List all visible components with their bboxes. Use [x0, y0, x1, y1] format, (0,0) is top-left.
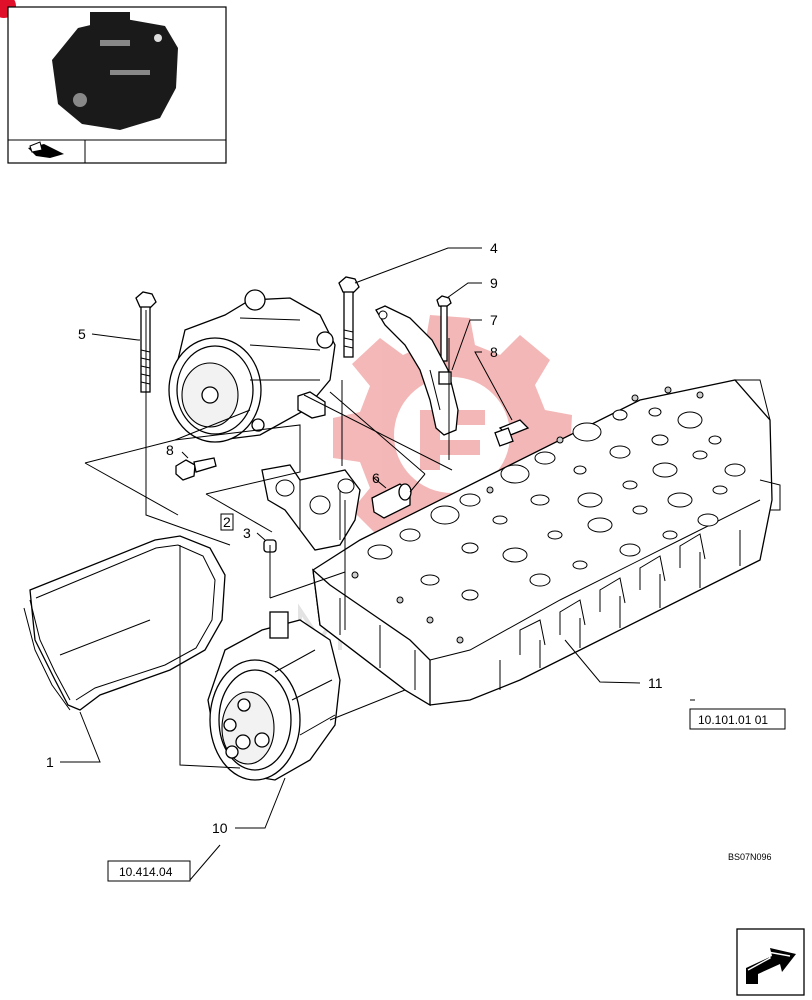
compressor-bracket[interactable] [261, 464, 361, 551]
back-arrow-icon[interactable] [28, 141, 64, 158]
callout-6: 6 [372, 470, 380, 486]
water-pump-pulley[interactable] [207, 611, 341, 781]
callout-8-left: 8 [166, 442, 174, 458]
cylinder-head[interactable] [312, 379, 781, 707]
callout-5: 5 [78, 326, 86, 342]
callout-leaders [60, 247, 695, 881]
callout-9: 9 [490, 275, 498, 291]
bolt-8-right[interactable] [494, 419, 530, 447]
next-page-arrow-icon[interactable] [736, 928, 805, 996]
ac-compressor[interactable] [168, 289, 336, 443]
reference-label-cylinder-head: 10.101.01 01 [698, 713, 768, 727]
drive-belt[interactable] [23, 535, 226, 711]
bolt-8-left[interactable] [175, 457, 217, 481]
callout-8-right: 8 [490, 344, 498, 360]
bolt-4[interactable] [338, 276, 360, 358]
reference-box-pulley[interactable]: 10.414.04 [107, 860, 191, 882]
callout-3: 3 [243, 525, 251, 541]
assembly-lines [84, 310, 453, 769]
callout-2: 2 [223, 514, 231, 530]
callout-4: 4 [490, 240, 498, 256]
drawing-code: BS07N096 [728, 852, 772, 862]
callout-11: 11 [648, 675, 663, 691]
bolt-9[interactable] [436, 295, 452, 362]
callout-1: 1 [46, 754, 54, 770]
reference-box-cylinder-head[interactable]: 10.101.01 01 [689, 708, 786, 730]
callout-10: 10 [212, 820, 228, 836]
callout-2-box: 2 [220, 513, 234, 531]
callout-7: 7 [490, 312, 498, 328]
bushing-6[interactable] [371, 483, 412, 519]
tensioner-arm[interactable] [375, 305, 459, 436]
engine-thumbnail[interactable] [7, 6, 227, 164]
reference-label-pulley: 10.414.04 [119, 865, 173, 879]
